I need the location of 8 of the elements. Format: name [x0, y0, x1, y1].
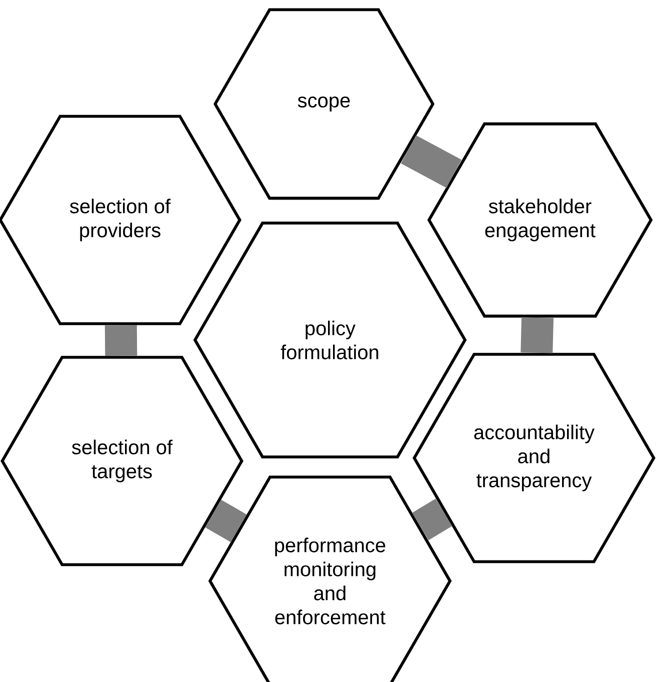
- hexagon: selection of targets: [0, 356, 244, 566]
- hexagon: accountability and transparency: [412, 352, 656, 564]
- connector-band: [412, 498, 452, 540]
- connector-band: [400, 135, 462, 188]
- connector-band: [104, 325, 138, 356]
- hexagon: selection of providers: [0, 114, 242, 326]
- connector-band: [205, 500, 247, 542]
- connector-band: [520, 317, 554, 354]
